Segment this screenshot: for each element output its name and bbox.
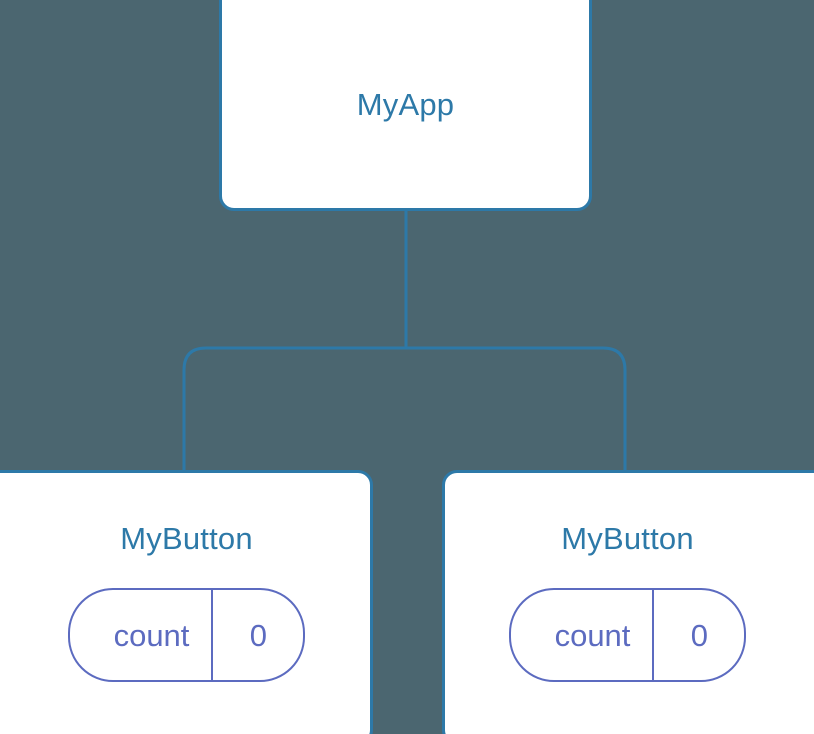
component-node-myapp[interactable]: MyApp (219, 0, 592, 211)
component-name-label: MyButton (561, 521, 694, 556)
component-name-label: MyButton (120, 521, 253, 556)
state-key-label: count (113, 617, 190, 653)
state-value-label: 0 (652, 590, 744, 680)
state-key-label: count (554, 617, 631, 653)
state-pill[interactable]: count 0 (508, 588, 747, 682)
component-node-mybutton-2[interactable]: MyButton count 0 (442, 470, 814, 734)
state-pill[interactable]: count 0 (67, 588, 306, 682)
component-node-mybutton-1[interactable]: MyButton count 0 (0, 470, 373, 734)
component-name-label: MyApp (356, 87, 455, 122)
edge-root-to-left-child (182, 211, 408, 472)
edge-root-to-right-child (406, 346, 627, 472)
state-value-label: 0 (211, 590, 303, 680)
